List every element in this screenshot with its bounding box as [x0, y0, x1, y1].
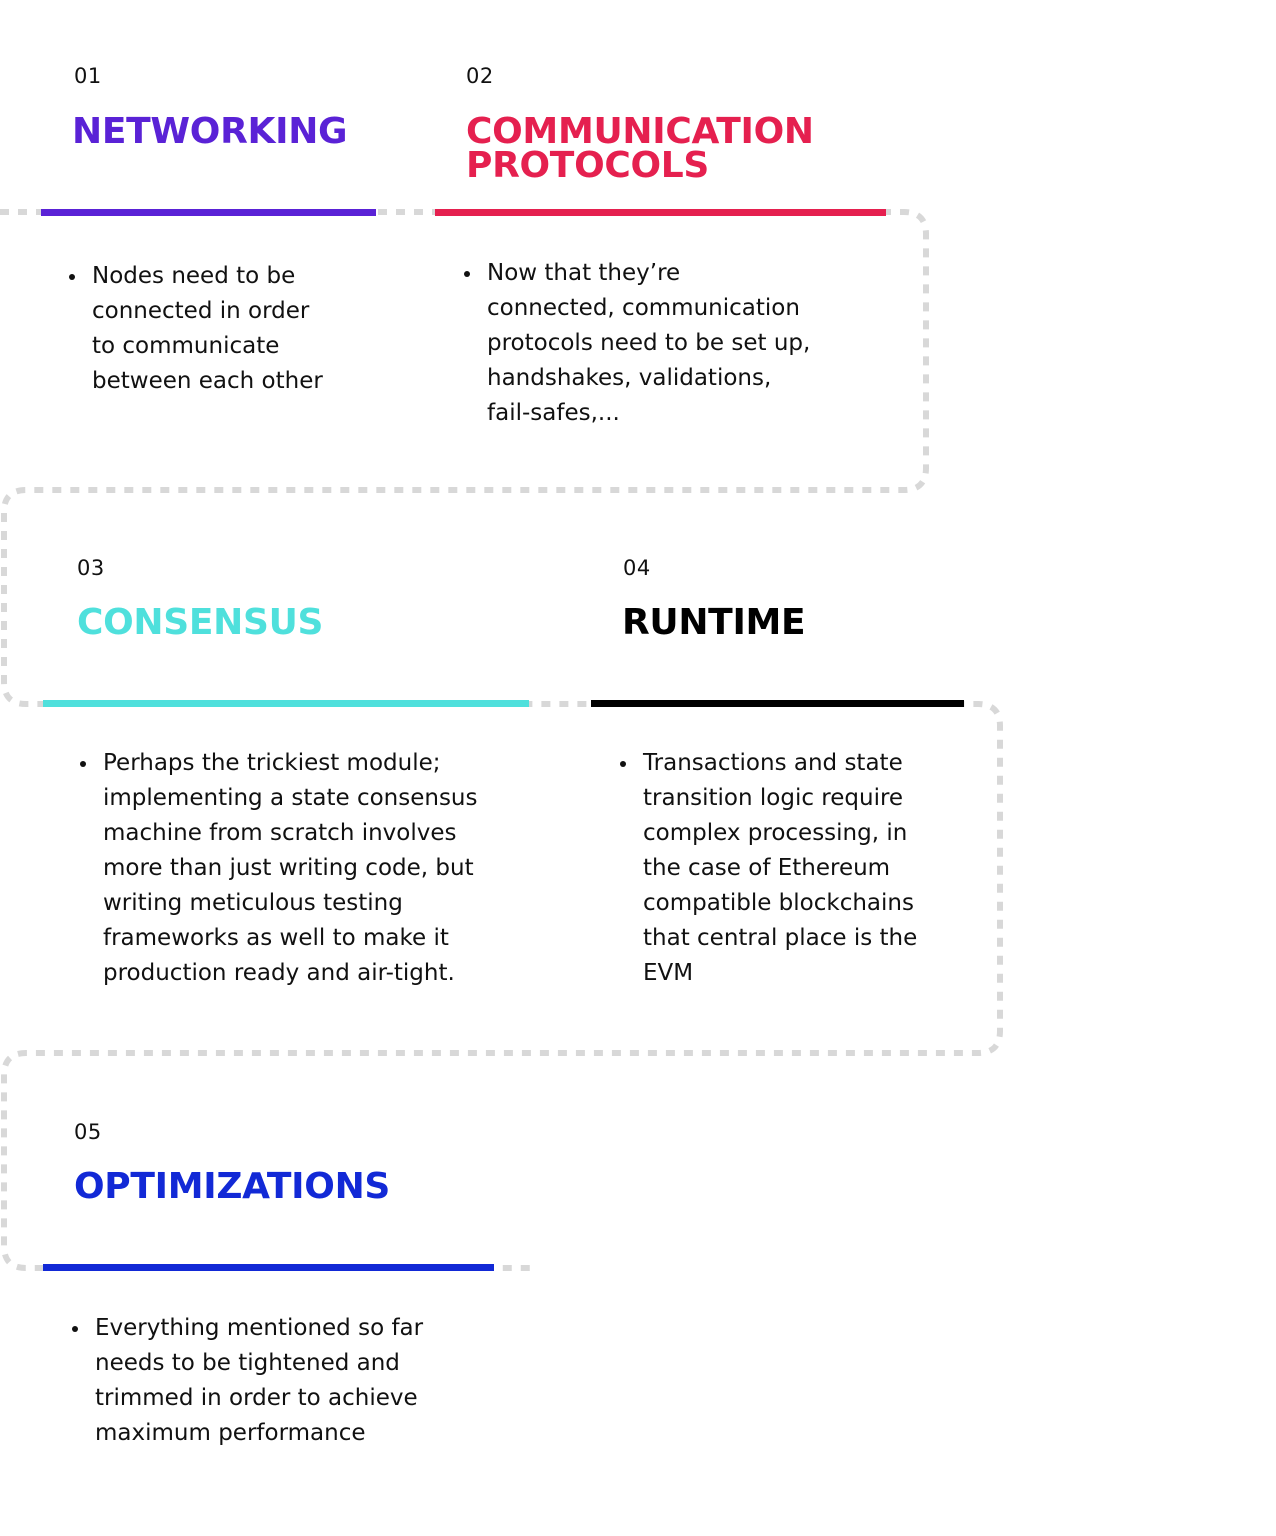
- bullet-item: Nodes need to be connected in order to c…: [69, 259, 323, 399]
- step-number-03: 03: [77, 556, 105, 580]
- bullet-line: needs to be tightened and: [95, 1350, 400, 1376]
- bullet-line: Now that they’re: [487, 260, 681, 286]
- step-number-02: 02: [466, 64, 494, 88]
- bullet-line: connected in order: [92, 298, 310, 324]
- bullet-line: implementing a state consensus: [103, 785, 478, 811]
- step-description-runtime: Transactions and state transition logic …: [620, 746, 917, 991]
- bullet-line: Everything mentioned so far: [95, 1315, 424, 1341]
- bullet-line: the case of Ethereum: [643, 855, 891, 881]
- bullet-line: production ready and air-tight.: [103, 960, 455, 986]
- title-line: COMMUNICATION: [466, 111, 814, 152]
- bullet-line: fail-safes,...: [487, 400, 620, 426]
- bullet-line: EVM: [643, 960, 694, 986]
- bullet-line: Transactions and state: [643, 750, 903, 776]
- bullet-line: to communicate: [92, 333, 280, 359]
- title-line: PROTOCOLS: [466, 145, 710, 186]
- step-rule-networking: [41, 209, 376, 216]
- step-description-communication-protocols: Now that they’re connected, communicatio…: [464, 256, 810, 431]
- step-description-networking: Nodes need to be connected in order to c…: [69, 259, 323, 399]
- bullet-line: between each other: [92, 368, 323, 394]
- bullet-line: writing meticulous testing: [103, 890, 403, 916]
- bullet-line: connected, communication: [487, 295, 800, 321]
- step-number-04: 04: [623, 556, 651, 580]
- step-rule-runtime: [591, 700, 964, 707]
- step-description-optimizations: Everything mentioned so far needs to be …: [72, 1311, 423, 1451]
- step-description-consensus: Perhaps the trickiest module; implementi…: [80, 746, 478, 991]
- bullet-line: Nodes need to be: [92, 263, 296, 289]
- bullet-line: Perhaps the trickiest module;: [103, 750, 441, 776]
- bullet-line: compatible blockchains: [643, 890, 914, 916]
- connector-line: [0, 209, 1003, 1271]
- step-title-networking: NETWORKING: [72, 111, 348, 152]
- step-rule-communication-protocols: [435, 209, 886, 216]
- bullet-item: Transactions and state transition logic …: [620, 746, 917, 991]
- bullet-line: handshakes, validations,: [487, 365, 772, 391]
- step-number-01: 01: [74, 64, 102, 88]
- step-title-communication-protocols: COMMUNICATION PROTOCOLS: [466, 111, 814, 186]
- bullet-line: more than just writing code, but: [103, 855, 474, 881]
- step-title-consensus: CONSENSUS: [77, 602, 324, 643]
- step-title-optimizations: OPTIMIZATIONS: [74, 1166, 391, 1207]
- bullet-item: Now that they’re connected, communicatio…: [464, 256, 810, 431]
- step-rule-consensus: [43, 700, 529, 707]
- bullet-line: transition logic require: [643, 785, 904, 811]
- bullet-line: that central place is the: [643, 925, 918, 951]
- step-rule-optimizations: [43, 1264, 494, 1271]
- bullet-line: protocols need to be set up,: [487, 330, 811, 356]
- bullet-line: maximum performance: [95, 1420, 366, 1446]
- step-title-runtime: RUNTIME: [622, 602, 806, 643]
- bullet-item: Perhaps the trickiest module; implementi…: [80, 746, 478, 991]
- bullet-line: complex processing, in: [643, 820, 908, 846]
- bullet-line: frameworks as well to make it: [103, 925, 449, 951]
- step-number-05: 05: [74, 1120, 102, 1144]
- bullet-line: trimmed in order to achieve: [95, 1385, 418, 1411]
- bullet-line: machine from scratch involves: [103, 820, 457, 846]
- bullet-item: Everything mentioned so far needs to be …: [72, 1311, 423, 1451]
